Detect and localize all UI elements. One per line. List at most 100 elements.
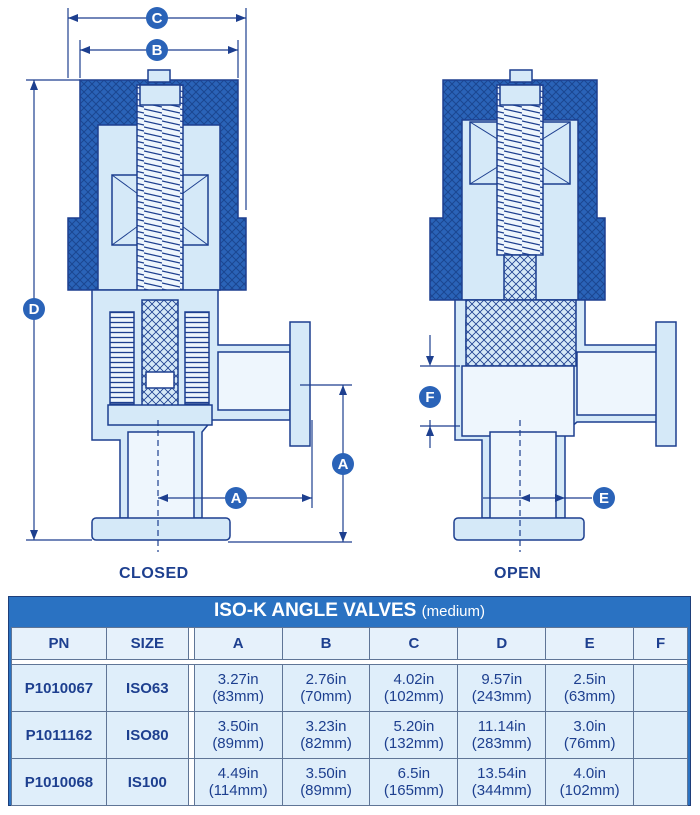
table-title: ISO-K ANGLE VALVES (medium) bbox=[9, 597, 690, 625]
callout-d: D bbox=[23, 298, 45, 320]
cell-d-in: 9.57in bbox=[481, 671, 523, 688]
cell-a-in: 3.50in bbox=[217, 718, 259, 735]
callout-e-label: E bbox=[599, 490, 609, 507]
valve-cross-section-diagram: C B D A A F E bbox=[23, 7, 677, 552]
cell-f bbox=[633, 711, 688, 759]
closed-stem-top bbox=[139, 84, 181, 106]
cell-c: 4.02in(102mm) bbox=[369, 664, 459, 712]
cell-f bbox=[633, 664, 688, 712]
cell-a-mm: (114mm) bbox=[208, 782, 268, 799]
cell-a: 3.27in(83mm) bbox=[193, 664, 283, 712]
cell-b: 2.76in(70mm) bbox=[281, 664, 371, 712]
callout-f: F bbox=[419, 386, 441, 408]
closed-stem bbox=[141, 299, 179, 409]
cell-e-in: 2.5in bbox=[573, 671, 606, 688]
dimension-callouts: C B D A A F E bbox=[23, 7, 615, 509]
cell-d: 9.57in(243mm) bbox=[457, 664, 547, 712]
dimension-arrowheads bbox=[30, 14, 565, 542]
callout-c-label: C bbox=[152, 10, 163, 27]
cell-b-mm: (70mm) bbox=[300, 688, 352, 705]
closed-seal-plate bbox=[107, 404, 213, 426]
callout-d-label: D bbox=[29, 301, 40, 318]
callout-a-horizontal: A bbox=[225, 487, 247, 509]
dimensions-grid: PN SIZE A B C D E F P1010067 ISO63 3.27i… bbox=[11, 627, 688, 806]
cell-size: ISO80 bbox=[105, 711, 189, 759]
cell-b: 3.50in(89mm) bbox=[281, 758, 371, 806]
cell-b-mm: (82mm) bbox=[300, 735, 352, 752]
cell-e: 4.0in(102mm) bbox=[545, 758, 635, 806]
cell-d: 13.54in(344mm) bbox=[457, 758, 547, 806]
callout-a-vertical-label: A bbox=[338, 456, 349, 473]
cell-c-in: 6.5in bbox=[397, 765, 431, 782]
callout-a-vertical: A bbox=[332, 453, 354, 475]
closed-spring bbox=[136, 84, 184, 301]
cell-a-in: 3.27in bbox=[217, 671, 259, 688]
cell-pn: P1011162 bbox=[11, 711, 107, 759]
cell-a: 3.50in(89mm) bbox=[193, 711, 283, 759]
cell-a-mm: (89mm) bbox=[212, 735, 264, 752]
closed-bellows-left bbox=[109, 311, 135, 405]
closed-side-port bbox=[217, 351, 291, 411]
dimensions-table: ISO-K ANGLE VALVES (medium) PN SIZE A B … bbox=[8, 596, 691, 806]
closed-bottom-port bbox=[127, 431, 195, 521]
open-bottom-flange bbox=[453, 517, 585, 541]
table-header-row: PN SIZE A B C D E F bbox=[11, 627, 688, 660]
open-view-label: OPEN bbox=[494, 565, 542, 582]
cell-a: 4.49in(114mm) bbox=[193, 758, 283, 806]
table-row: P1010067 ISO63 3.27in(83mm) 2.76in(70mm)… bbox=[11, 664, 688, 712]
cell-c-mm: (165mm) bbox=[383, 782, 444, 799]
cell-d: 11.14in(283mm) bbox=[457, 711, 547, 759]
open-valve bbox=[429, 69, 677, 541]
cell-e-mm: (102mm) bbox=[559, 782, 620, 799]
cell-b-in: 2.76in bbox=[305, 671, 347, 688]
cell-d-in: 13.54in bbox=[477, 765, 527, 782]
callout-b-label: B bbox=[152, 42, 163, 59]
cell-b-in: 3.50in bbox=[305, 765, 347, 782]
cell-e-mm: (76mm) bbox=[563, 735, 616, 752]
closed-bellows-right bbox=[184, 311, 210, 405]
header-d: D bbox=[457, 627, 547, 660]
closed-side-flange bbox=[289, 321, 311, 447]
header-e: E bbox=[545, 627, 635, 660]
open-bottom-port bbox=[489, 431, 557, 521]
cell-c: 6.5in(165mm) bbox=[369, 758, 459, 806]
open-side-port bbox=[576, 351, 659, 416]
cell-c-mm: (132mm) bbox=[383, 735, 444, 752]
callout-b: B bbox=[146, 39, 168, 61]
cell-c-mm: (102mm) bbox=[383, 688, 444, 705]
closed-view-label: CLOSED bbox=[119, 565, 189, 582]
open-spring bbox=[496, 84, 544, 256]
open-side-flange bbox=[655, 321, 677, 447]
cell-e: 3.0in(76mm) bbox=[545, 711, 635, 759]
cell-size: IS100 bbox=[105, 758, 189, 806]
cell-d-mm: (283mm) bbox=[471, 735, 532, 752]
table-row: P1010068 IS100 4.49in(114mm) 3.50in(89mm… bbox=[11, 758, 688, 806]
closed-seat-nut bbox=[145, 371, 175, 389]
callout-c: C bbox=[146, 7, 168, 29]
cell-b-mm: (89mm) bbox=[300, 782, 352, 799]
header-pn: PN bbox=[11, 627, 107, 660]
callout-e: E bbox=[593, 487, 615, 509]
table-title-text: ISO-K ANGLE VALVES bbox=[214, 600, 417, 621]
header-b: B bbox=[281, 627, 371, 660]
open-stem-top bbox=[499, 84, 541, 106]
cell-e-mm: (63mm) bbox=[563, 688, 616, 705]
open-dimensions bbox=[420, 335, 592, 552]
closed-valve bbox=[67, 69, 311, 541]
cell-c-in: 5.20in bbox=[393, 718, 435, 735]
header-size: SIZE bbox=[105, 627, 189, 660]
cell-f bbox=[633, 758, 688, 806]
cell-e: 2.5in(63mm) bbox=[545, 664, 635, 712]
cell-c: 5.20in(132mm) bbox=[369, 711, 459, 759]
open-cap-knob bbox=[509, 69, 533, 83]
callout-a-horizontal-label: A bbox=[231, 490, 242, 507]
header-f: F bbox=[633, 627, 688, 660]
cell-d-in: 11.14in bbox=[477, 718, 526, 735]
table-row: P1011162 ISO80 3.50in(89mm) 3.23in(82mm)… bbox=[11, 711, 688, 759]
cell-size: ISO63 bbox=[105, 664, 189, 712]
cell-b: 3.23in(82mm) bbox=[281, 711, 371, 759]
closed-cap-knob bbox=[147, 69, 171, 83]
cell-pn: P1010067 bbox=[11, 664, 107, 712]
callout-f-label: F bbox=[425, 389, 434, 406]
cell-pn: P1010068 bbox=[11, 758, 107, 806]
